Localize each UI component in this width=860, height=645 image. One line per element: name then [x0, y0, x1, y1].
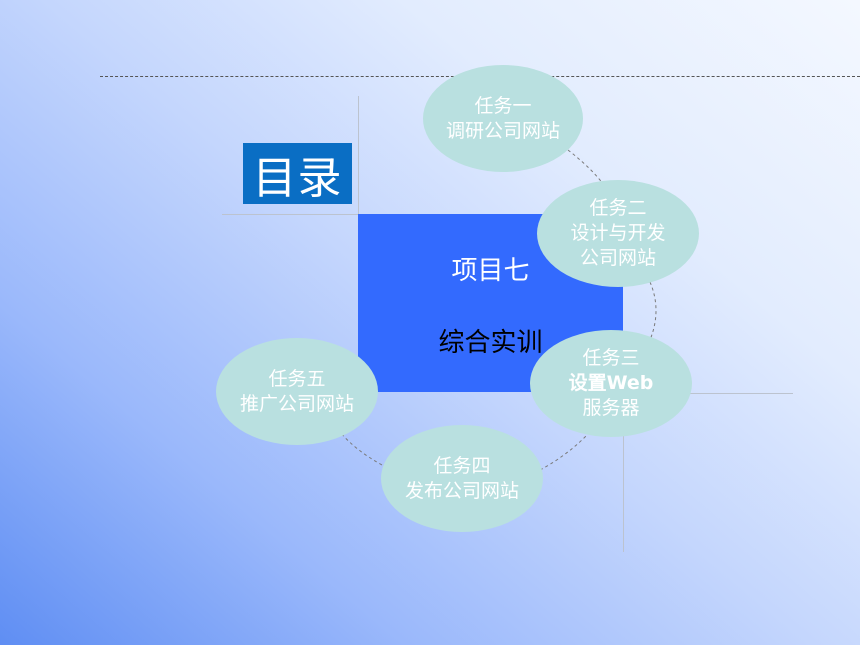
task-4-desc-line-1: 发布公司网站: [404, 479, 519, 502]
task-5-label: 任务五: [268, 367, 326, 390]
task-2-desc-line-1: 设计与开发: [570, 222, 666, 244]
guide-line-vertical-left: [358, 96, 359, 214]
task-1-node[interactable]: 任务一 调研公司网站: [423, 65, 583, 172]
task-2-label: 任务二: [589, 197, 647, 219]
guide-line-horizontal-bottom: [623, 393, 793, 394]
task-3-node[interactable]: 任务三 设置Web 服务器: [530, 330, 692, 437]
task-1-desc-line-1: 调研公司网站: [445, 119, 560, 142]
guide-line-horizontal-top: [222, 214, 358, 215]
task-3-label: 任务三: [582, 347, 640, 369]
task-2-node[interactable]: 任务二 设计与开发 公司网站: [537, 180, 699, 287]
task-4-node[interactable]: 任务四 发布公司网站: [381, 425, 543, 532]
guide-line-vertical-right: [623, 392, 624, 552]
ring-arc-2-3: [649, 281, 657, 341]
task-1-label: 任务一: [474, 94, 532, 117]
task-3-desc-line-2: 服务器: [582, 397, 640, 419]
task-2-desc-line-2: 公司网站: [579, 247, 656, 269]
ring-arc-3-4: [539, 431, 591, 471]
project-number: 项目七: [451, 256, 530, 286]
ring-arc-1-2: [567, 149, 611, 196]
task-5-node[interactable]: 任务五 推广公司网站: [216, 338, 378, 445]
task-5-desc-line-1: 推广公司网站: [239, 392, 354, 415]
project-name: 综合实训: [438, 328, 543, 358]
ring-arc-4-5: [339, 431, 383, 466]
task-4-label: 任务四: [433, 454, 491, 477]
page-title: 目录: [243, 143, 352, 204]
task-3-desc-line-1: 设置Web: [568, 372, 654, 394]
